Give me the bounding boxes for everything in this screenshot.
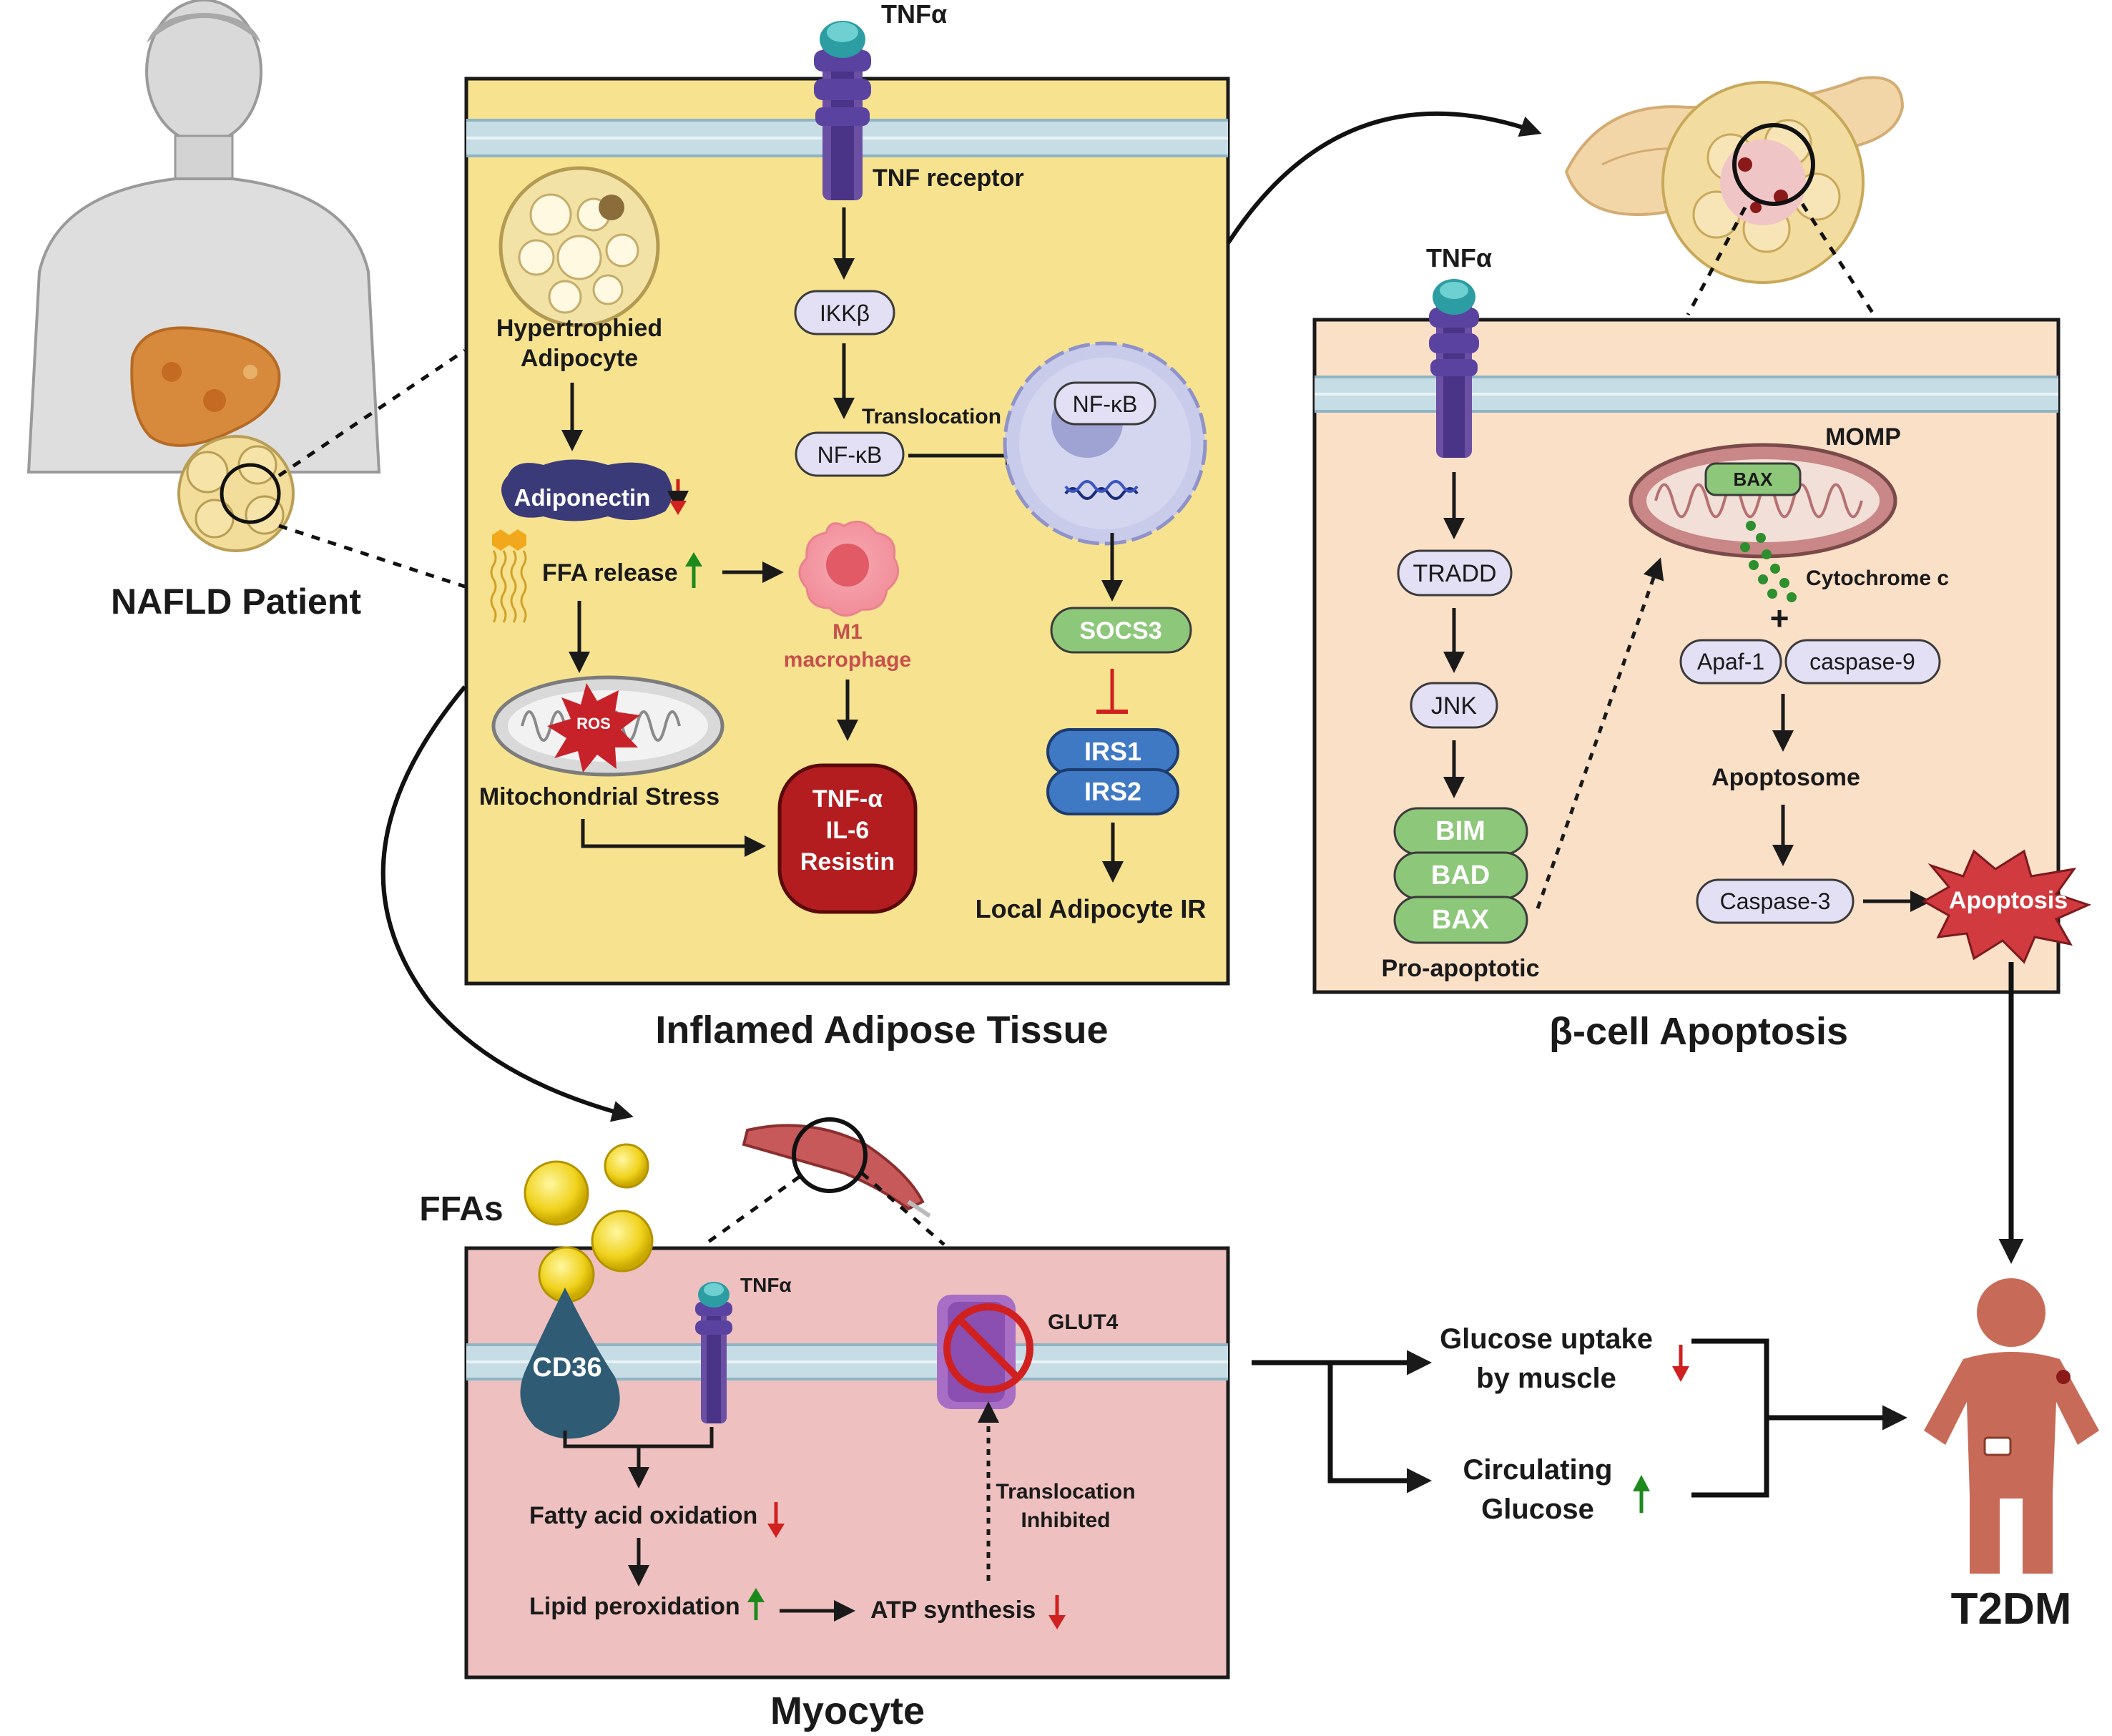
mito-bax-label: BAX (1734, 469, 1774, 490)
caspase3-node (1696, 878, 1855, 924)
translocation-inhibited-1: Translocation (996, 1480, 1135, 1504)
caspase9-node (1784, 639, 1941, 685)
tnf-ligand-label: TNFα (881, 0, 947, 29)
glut4-icon (937, 1295, 1033, 1409)
zoom-line (278, 524, 466, 589)
liver-icon (130, 326, 281, 447)
lipid-perox-label: Lipid peroxidation (529, 1593, 740, 1620)
circulating-1: Circulating (1463, 1454, 1613, 1486)
tnf-receptor-icon (1429, 279, 1479, 458)
socs3-label: SOCS3 (1079, 617, 1161, 644)
zoom-line (1800, 202, 1876, 316)
outcomes: Glucose uptake by muscle Circulating Glu… (1252, 1278, 2099, 1634)
zoom-line (1686, 206, 1747, 316)
apoptosis-label: Apoptosis (1949, 887, 2068, 914)
bax-label: BAX (1432, 905, 1490, 935)
cytokine-il6: IL-6 (826, 817, 869, 844)
local-ir-label: Local Adipocyte IR (976, 894, 1207, 923)
irs2-label: IRS2 (1084, 777, 1141, 806)
cytochrome-label: Cytochrome c (1806, 567, 1949, 590)
nfkb-label: NF-κB (817, 442, 883, 468)
tradd-node (1397, 549, 1513, 597)
ffas-label: FFAs (419, 1190, 503, 1228)
cytokine-resistin: Resistin (800, 848, 895, 876)
zoom-line (277, 348, 466, 478)
apoptosome-label: Apoptosome (1711, 764, 1860, 791)
patient-figure: NAFLD Patient (26, 0, 381, 622)
islet-icon (1661, 81, 1865, 284)
tnf-receptor-label: TNF receptor (873, 165, 1024, 192)
muscle-icon (742, 1117, 931, 1218)
pro-apoptotic-label: Pro-apoptotic (1382, 955, 1540, 982)
bim-label: BIM (1435, 816, 1485, 846)
macrophage-icon (798, 520, 900, 617)
glucose-uptake-2: by muscle (1476, 1363, 1616, 1394)
t2dm-person-icon (1924, 1278, 2099, 1574)
plus-label: + (1770, 599, 1789, 637)
cytokine-box (777, 763, 918, 914)
apaf1-label: Apaf-1 (1697, 649, 1764, 675)
ffa-lipid-icon (490, 529, 527, 623)
m1-label-1: M1 (832, 620, 863, 644)
zoom-line (703, 1175, 801, 1247)
ros-burst-icon (547, 683, 640, 773)
hypertrophied-label-2: Adipocyte (521, 345, 638, 372)
adipocyte-icon (498, 166, 660, 328)
patient-label: NAFLD Patient (111, 582, 361, 622)
apaf1-node (1679, 639, 1782, 685)
hypertrophied-label-1: Hypertrophied (496, 315, 662, 342)
nucleus-icon (1003, 341, 1207, 546)
adiponectin-shape (501, 459, 672, 521)
atp-label: ATP synthesis (870, 1597, 1036, 1624)
tnf-ligand-label: TNFα (1426, 243, 1492, 273)
irs2-node (1046, 768, 1179, 815)
myocyte-title: Myocyte (770, 1690, 925, 1732)
adipose-panel: Inflamed Adipose Tissue TNFα TNF recepto… (464, 0, 1230, 1051)
cytochrome-c-dots (1740, 521, 1797, 602)
mito-bax-node (1704, 462, 1802, 496)
m1-label-2: macrophage (784, 648, 911, 672)
glucose-uptake-1: Glucose uptake (1440, 1323, 1653, 1355)
tnf-receptor-icon (814, 21, 871, 200)
ikkb-label: IKKβ (820, 300, 870, 326)
glut4-label: GLUT4 (1048, 1310, 1119, 1334)
bax-node (1393, 896, 1528, 944)
caspase3-label: Caspase-3 (1720, 888, 1831, 914)
nfkb-nucleus-label: NF-κB (1073, 391, 1138, 417)
ffa-droplets-icon (524, 1143, 654, 1303)
jnk-node (1410, 682, 1498, 729)
ffa-release-label: FFA release (542, 559, 678, 587)
mito-stress-label: Mitochondrial Stress (479, 783, 719, 810)
ikkb-node (794, 290, 895, 335)
beta-panel: β-cell Apoptosis TNFα TRADD JNK BIM BAD … (1312, 243, 2092, 1053)
apoptosis-burst (1921, 849, 2092, 964)
tnf-ligand-label: TNFα (740, 1274, 792, 1296)
bad-label: BAD (1431, 860, 1490, 891)
translocation-inhibited-2: Inhibited (1021, 1509, 1111, 1532)
tradd-label: TRADD (1413, 560, 1496, 587)
adiponectin-label: Adiponectin (514, 484, 651, 511)
jnk-label: JNK (1431, 692, 1478, 720)
translocation-label: Translocation (862, 405, 1001, 428)
irs1-label: IRS1 (1084, 737, 1141, 766)
fao-label: Fatty acid oxidation (529, 1502, 757, 1529)
myocyte-panel: Myocyte FFAs CD36 TNFα GLUT (419, 1143, 1230, 1732)
zoom-line (860, 1172, 946, 1246)
nfkb-node (795, 431, 905, 477)
adipose-cluster-icon (177, 435, 295, 552)
ros-label: ROS (576, 715, 611, 732)
cd36-label: CD36 (532, 1353, 601, 1383)
cytokine-tnf: TNF-α (812, 785, 883, 813)
cd36-icon (520, 1288, 620, 1439)
momp-label: MOMP (1825, 423, 1901, 451)
t2dm-label: T2DM (1951, 1584, 2072, 1634)
tnf-receptor-icon (695, 1282, 732, 1423)
socs3-node (1050, 607, 1192, 654)
circulating-2: Glucose (1481, 1494, 1594, 1525)
beta-title: β-cell Apoptosis (1549, 1010, 1848, 1053)
nfkb-nucleus-node (1053, 381, 1156, 426)
caspase9-label: caspase-9 (1809, 649, 1915, 675)
adipose-title: Inflamed Adipose Tissue (655, 1009, 1108, 1051)
